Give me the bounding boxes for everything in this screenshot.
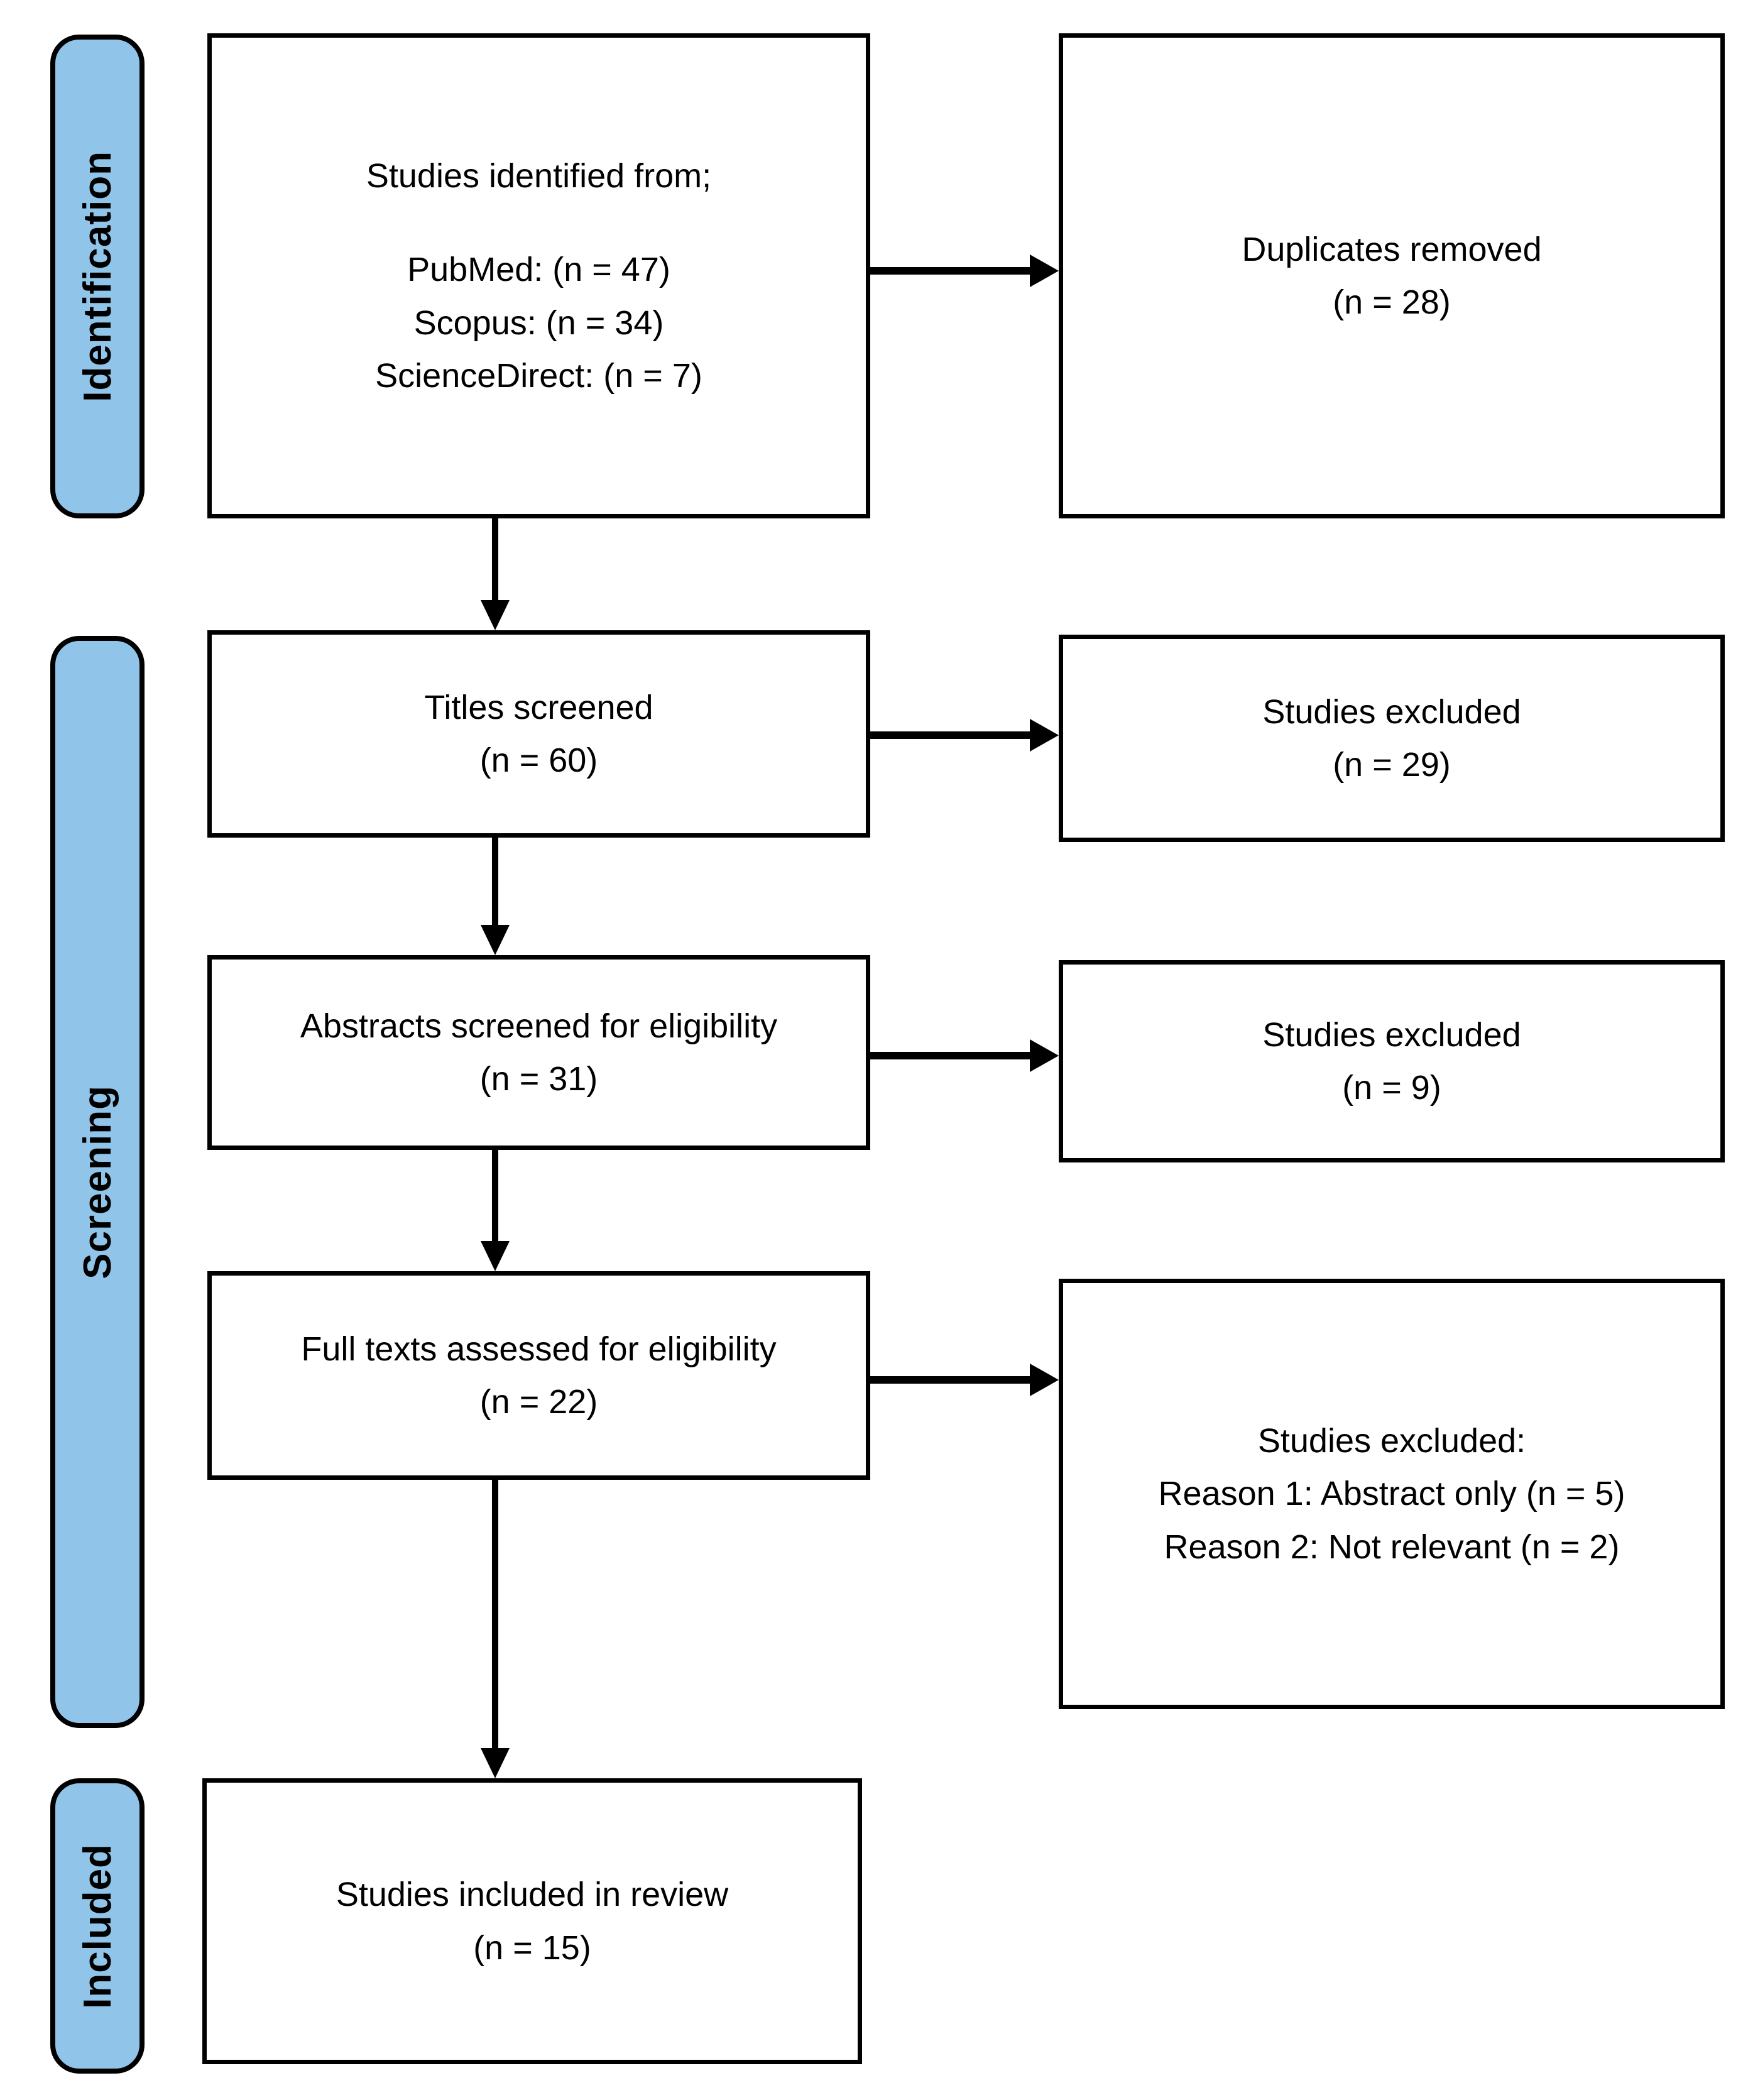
- studies-included-count: (n = 15): [473, 1928, 591, 1967]
- arrowhead-fulltext-to-excluded: [1030, 1364, 1059, 1396]
- arrowhead-abstracts-to-fulltext: [481, 1241, 510, 1271]
- fulltext-assessed-count: (n = 22): [479, 1383, 598, 1421]
- box-fulltext-assessed: Full texts assessed for eligibility (n =…: [207, 1271, 870, 1480]
- arrow-titles-to-abstracts: [492, 838, 498, 927]
- duplicates-removed-count: (n = 28): [1333, 283, 1451, 321]
- arrowhead-fulltext-to-included: [481, 1748, 510, 1778]
- stage-label-included-text: Included: [75, 1843, 119, 2009]
- arrow-abstracts-to-fulltext: [492, 1150, 498, 1243]
- studies-identified-title: Studies identified from;: [366, 157, 712, 195]
- titles-screened-count: (n = 60): [479, 741, 598, 779]
- box-abstracts-excluded: Studies excluded (n = 9): [1059, 960, 1725, 1162]
- titles-excluded-count: (n = 29): [1333, 746, 1451, 784]
- box-titles-screened: Titles screened (n = 60): [207, 630, 870, 838]
- arrow-identified-to-titles: [492, 518, 498, 602]
- abstracts-excluded-count: (n = 9): [1342, 1069, 1441, 1107]
- fulltext-excluded-label: Studies excluded:: [1257, 1422, 1526, 1460]
- stage-label-identification-text: Identification: [75, 151, 119, 402]
- arrowhead-titles-to-excluded: [1030, 719, 1059, 752]
- stage-label-included: Included: [50, 1778, 145, 2074]
- arrowhead-identified-to-duplicates: [1030, 254, 1059, 287]
- studies-included-label: Studies included in review: [336, 1876, 729, 1914]
- duplicates-removed-label: Duplicates removed: [1242, 230, 1542, 268]
- abstracts-excluded-label: Studies excluded: [1262, 1015, 1521, 1054]
- arrow-abstracts-to-excluded: [870, 1052, 1030, 1059]
- box-titles-excluded: Studies excluded (n = 29): [1059, 635, 1725, 842]
- box-studies-included: Studies included in review (n = 15): [202, 1778, 862, 2064]
- box-abstracts-screened: Abstracts screened for eligibility (n = …: [207, 955, 870, 1150]
- stage-label-screening-text: Screening: [75, 1085, 119, 1279]
- titles-screened-label: Titles screened: [424, 688, 653, 726]
- arrow-titles-to-excluded: [870, 731, 1030, 739]
- box-fulltext-excluded: Studies excluded: Reason 1: Abstract onl…: [1059, 1279, 1725, 1709]
- fulltext-excluded-reason2: Reason 2: Not relevant (n = 2): [1164, 1528, 1620, 1566]
- titles-excluded-label: Studies excluded: [1262, 692, 1521, 731]
- arrow-fulltext-to-included: [492, 1480, 498, 1750]
- box-studies-identified: Studies identified from; PubMed: (n = 47…: [207, 33, 870, 518]
- source-pubmed: PubMed: (n = 47): [407, 251, 670, 289]
- fulltext-excluded-reason1: Reason 1: Abstract only (n = 5): [1158, 1475, 1625, 1513]
- arrow-fulltext-to-excluded: [870, 1376, 1030, 1384]
- source-scopus: Scopus: (n = 34): [413, 304, 664, 342]
- stage-label-screening: Screening: [50, 636, 145, 1728]
- arrowhead-identified-to-titles: [481, 600, 510, 630]
- source-sciencedirect: ScienceDirect: (n = 7): [375, 356, 702, 395]
- fulltext-assessed-label: Full texts assessed for eligibility: [301, 1330, 777, 1368]
- stage-label-identification: Identification: [50, 35, 145, 518]
- arrowhead-titles-to-abstracts: [481, 925, 510, 955]
- studies-identified-sources: PubMed: (n = 47) Scopus: (n = 34) Scienc…: [375, 243, 702, 402]
- abstracts-screened-count: (n = 31): [479, 1060, 598, 1098]
- box-duplicates-removed: Duplicates removed (n = 28): [1059, 33, 1725, 518]
- arrow-identified-to-duplicates: [870, 267, 1030, 275]
- arrowhead-abstracts-to-excluded: [1030, 1039, 1059, 1072]
- abstracts-screened-label: Abstracts screened for eligibility: [300, 1007, 778, 1045]
